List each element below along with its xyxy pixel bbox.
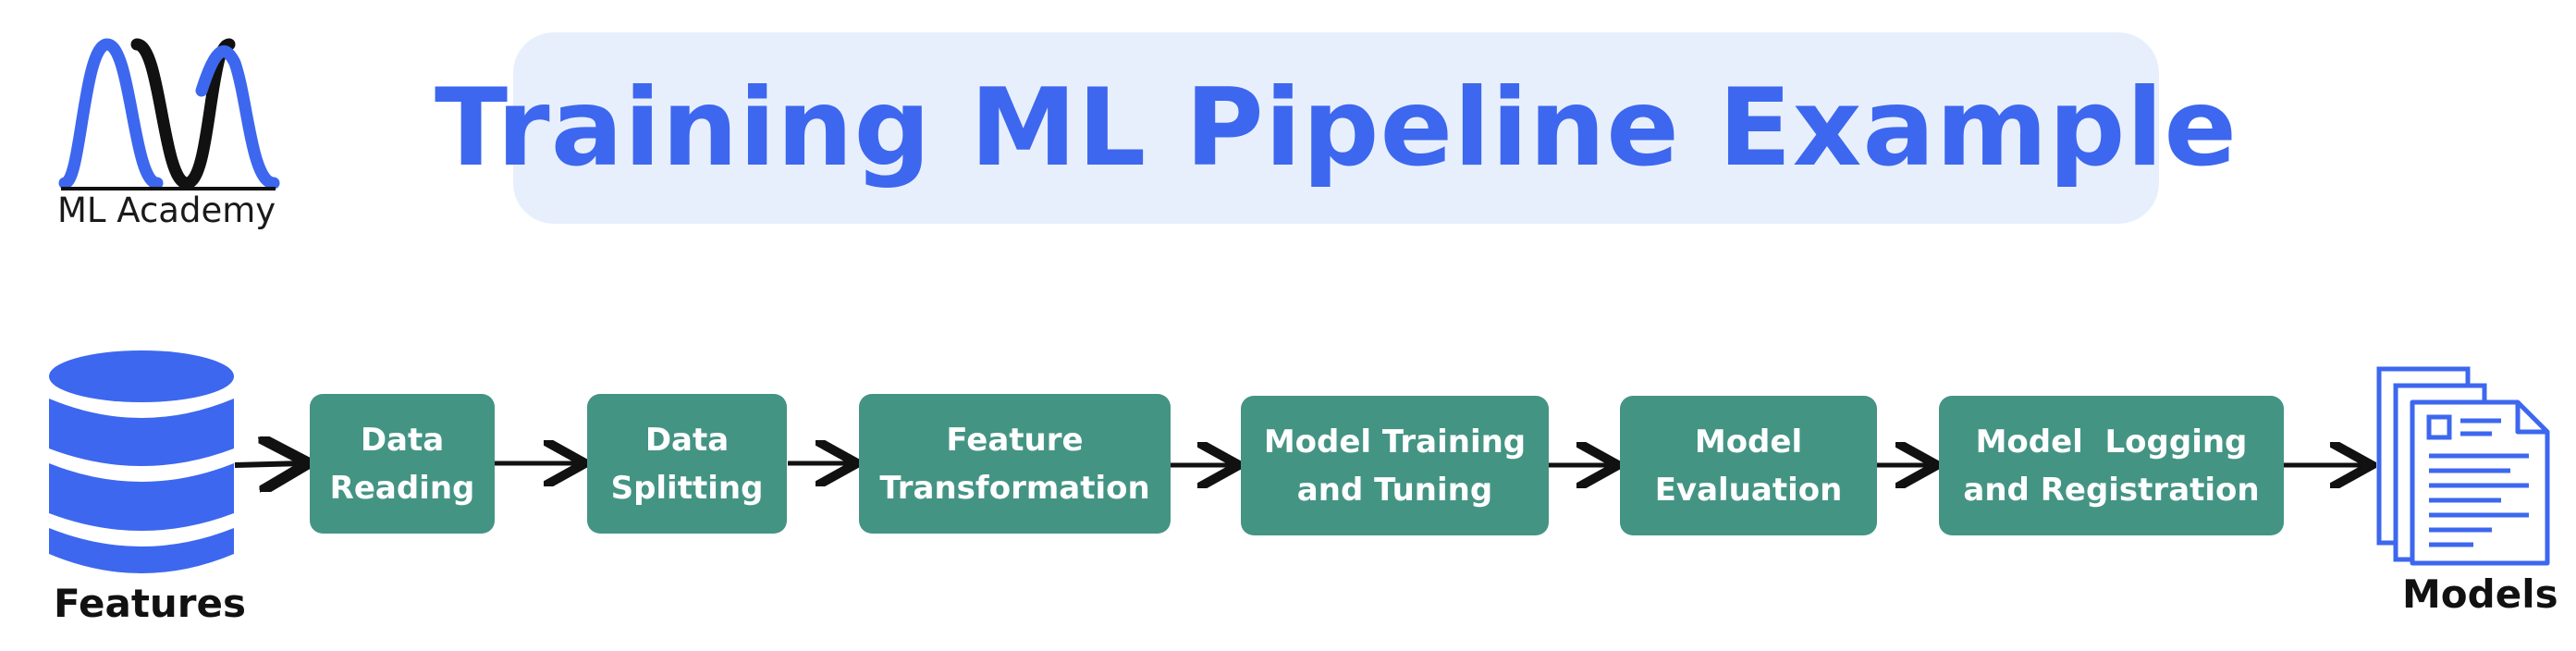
stage-label-line2: and Registration bbox=[1963, 471, 2260, 509]
stage-model-training: Model Training and Tuning bbox=[1241, 396, 1549, 535]
stage-model-logging: Model Logging and Registration bbox=[1939, 396, 2284, 535]
logo-text: ML Academy bbox=[57, 190, 276, 230]
stage-label-line2: Splitting bbox=[610, 469, 764, 507]
stage-label-line2: Evaluation bbox=[1654, 471, 1843, 509]
stage-label-line1: Data bbox=[644, 421, 730, 459]
database-icon bbox=[49, 350, 234, 573]
stage-label-line1: Model bbox=[1694, 423, 1803, 461]
stage-label-line2: Reading bbox=[329, 469, 475, 507]
documents-icon bbox=[2376, 366, 2550, 566]
stage-label-line2: and Tuning bbox=[1296, 471, 1493, 509]
models-label: Models bbox=[2402, 571, 2558, 617]
features-label: Features bbox=[54, 581, 246, 626]
stage-label-line1: Data bbox=[360, 421, 445, 459]
stage-label-line1: Model Logging bbox=[1975, 423, 2248, 461]
stage-label-line2: Transformation bbox=[879, 469, 1150, 507]
arrow-features-to-reading bbox=[234, 463, 303, 465]
ml-academy-logo: ML Academy bbox=[54, 35, 285, 239]
page-title: Training ML Pipeline Example bbox=[434, 66, 2239, 190]
stage-label-line1: Feature bbox=[946, 421, 1084, 459]
wave-logo-icon bbox=[58, 38, 280, 190]
stage-label-line1: Model Training bbox=[1263, 423, 1527, 461]
title-banner: Training ML Pipeline Example bbox=[435, 32, 2237, 224]
